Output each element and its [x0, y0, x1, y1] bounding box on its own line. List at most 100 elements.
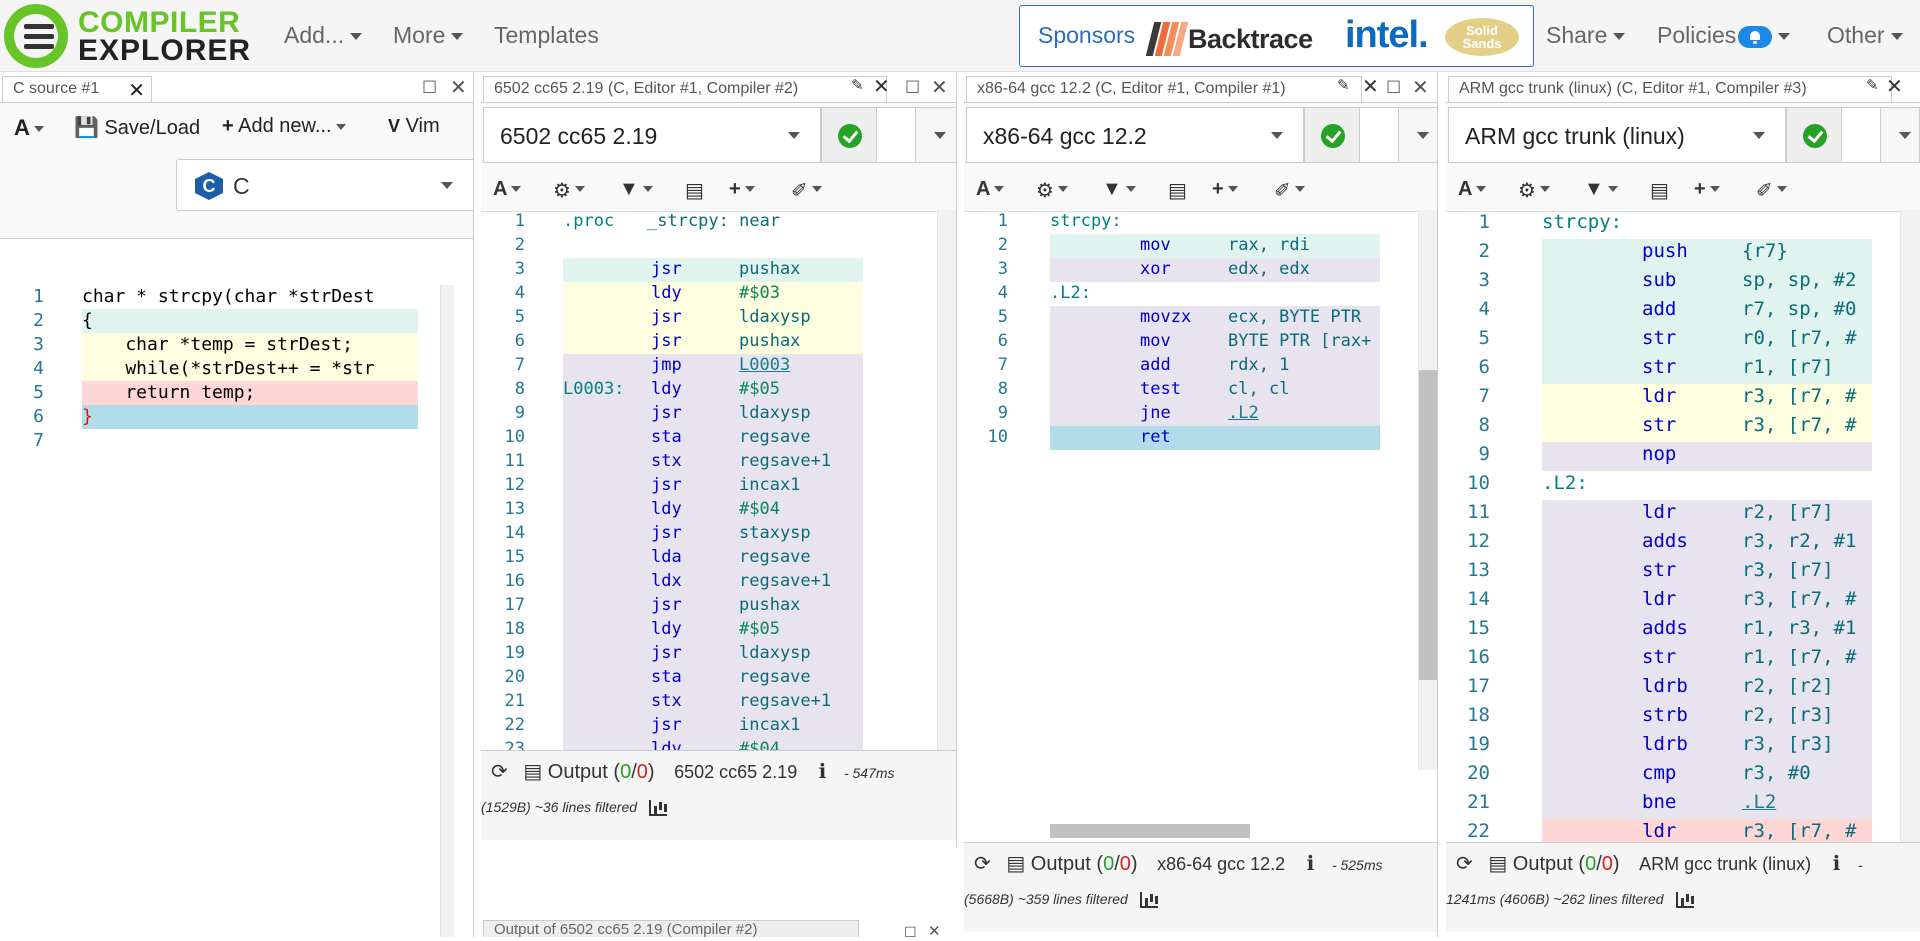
- close-icon[interactable]: ✕: [1886, 76, 1903, 98]
- compiler-options-input[interactable]: [877, 107, 917, 163]
- pencil-icon[interactable]: ✎: [851, 77, 864, 94]
- asm-line[interactable]: 1.proc_strcpy: near: [481, 210, 956, 234]
- output-pane-tab[interactable]: Output of 6502 cc65 2.19 (Compiler #2): [483, 920, 859, 937]
- plus-icon[interactable]: +: [729, 178, 755, 201]
- tools-icon[interactable]: ✐: [791, 178, 822, 203]
- compiler-explorer-logo[interactable]: COMPILER EXPLORER: [2, 2, 250, 70]
- nav-more-menu[interactable]: More: [393, 22, 464, 49]
- pencil-icon[interactable]: ✎: [1337, 77, 1350, 94]
- nav-add-menu[interactable]: Add...: [284, 22, 363, 49]
- close-pane-icon[interactable]: ✕: [450, 77, 467, 99]
- asm-scrollbar[interactable]: [1418, 210, 1437, 770]
- stats-icon[interactable]: [1675, 892, 1694, 909]
- close-pane-icon[interactable]: ✕: [928, 923, 941, 940]
- close-icon[interactable]: ✕: [873, 76, 890, 98]
- compiler-select[interactable]: ARM gcc trunk (linux): [1448, 107, 1786, 163]
- asm-scrollbar[interactable]: [937, 210, 956, 750]
- tools-icon[interactable]: ✐: [1756, 178, 1787, 203]
- asm-scrollbar[interactable]: [1900, 210, 1920, 842]
- nav-policies-menu[interactable]: Policies: [1657, 22, 1791, 49]
- compiler-tab-6502[interactable]: 6502 cc65 2.19 (C, Editor #1, Compiler #…: [483, 76, 887, 102]
- nav-share-menu[interactable]: Share: [1546, 22, 1626, 49]
- sponsor-backtrace[interactable]: Backtrace: [1188, 24, 1313, 54]
- output-button[interactable]: ▤ Output (0/0): [523, 761, 654, 783]
- save-load-button[interactable]: 💾 Save/Load: [74, 115, 200, 140]
- add-new-button[interactable]: + Add new...: [222, 115, 346, 138]
- font-size-button[interactable]: A: [14, 115, 44, 141]
- maximize-icon[interactable]: ☐: [905, 78, 921, 97]
- gear-icon[interactable]: ⚙: [1036, 178, 1068, 203]
- output-button[interactable]: ▤ Output (0/0): [1488, 853, 1619, 875]
- filter-icon[interactable]: ▼: [1102, 178, 1136, 201]
- font-icon[interactable]: A: [976, 178, 1005, 201]
- maximize-icon[interactable]: ☐: [422, 78, 438, 97]
- refresh-icon[interactable]: ⟳: [491, 761, 508, 783]
- font-icon[interactable]: A: [1458, 178, 1487, 201]
- jump-label-link[interactable]: L0003: [739, 355, 791, 375]
- info-icon[interactable]: ℹ: [1832, 853, 1841, 875]
- jump-label-link[interactable]: .L2: [1228, 403, 1259, 423]
- language-select[interactable]: C C: [176, 159, 473, 211]
- compile-status[interactable]: [821, 107, 877, 163]
- options-dropdown[interactable]: [915, 107, 956, 163]
- vim-button[interactable]: V Vim: [388, 115, 440, 138]
- stats-icon[interactable]: [649, 800, 668, 817]
- source-tab[interactable]: C source #1 ✕: [2, 76, 152, 102]
- asm-line[interactable]: 10.L2:: [1446, 471, 1920, 500]
- compiler-tab-x86[interactable]: x86-64 gcc 12.2 (C, Editor #1, Compiler …: [966, 76, 1362, 102]
- compiler-select[interactable]: x86-64 gcc 12.2: [966, 107, 1304, 163]
- source-scrollbar[interactable]: [440, 285, 454, 937]
- sponsor-intel[interactable]: intel.: [1345, 14, 1429, 56]
- compiler-tab-arm[interactable]: ARM gcc trunk (linux) (C, Editor #1, Com…: [1448, 76, 1892, 102]
- plus-icon[interactable]: +: [1212, 178, 1238, 201]
- info-icon[interactable]: ℹ: [1306, 853, 1315, 875]
- book-icon[interactable]: ▤: [1168, 180, 1187, 202]
- compiler-select[interactable]: 6502 cc65 2.19: [483, 107, 821, 163]
- maximize-icon[interactable]: ☐: [904, 924, 917, 940]
- asm-line[interactable]: 4.L2:: [964, 282, 1437, 306]
- pencil-icon[interactable]: ✎: [1866, 77, 1879, 94]
- book-icon[interactable]: ▤: [1650, 180, 1669, 202]
- maximize-icon[interactable]: ☐: [1386, 78, 1402, 97]
- asm-line[interactable]: 2: [481, 234, 956, 258]
- gear-icon[interactable]: ⚙: [553, 178, 585, 203]
- filter-icon[interactable]: ▼: [1584, 178, 1618, 201]
- compiler-options-input[interactable]: [1842, 107, 1882, 163]
- horizontal-scrollbar[interactable]: [1050, 824, 1250, 838]
- close-icon[interactable]: ✕: [1362, 76, 1379, 98]
